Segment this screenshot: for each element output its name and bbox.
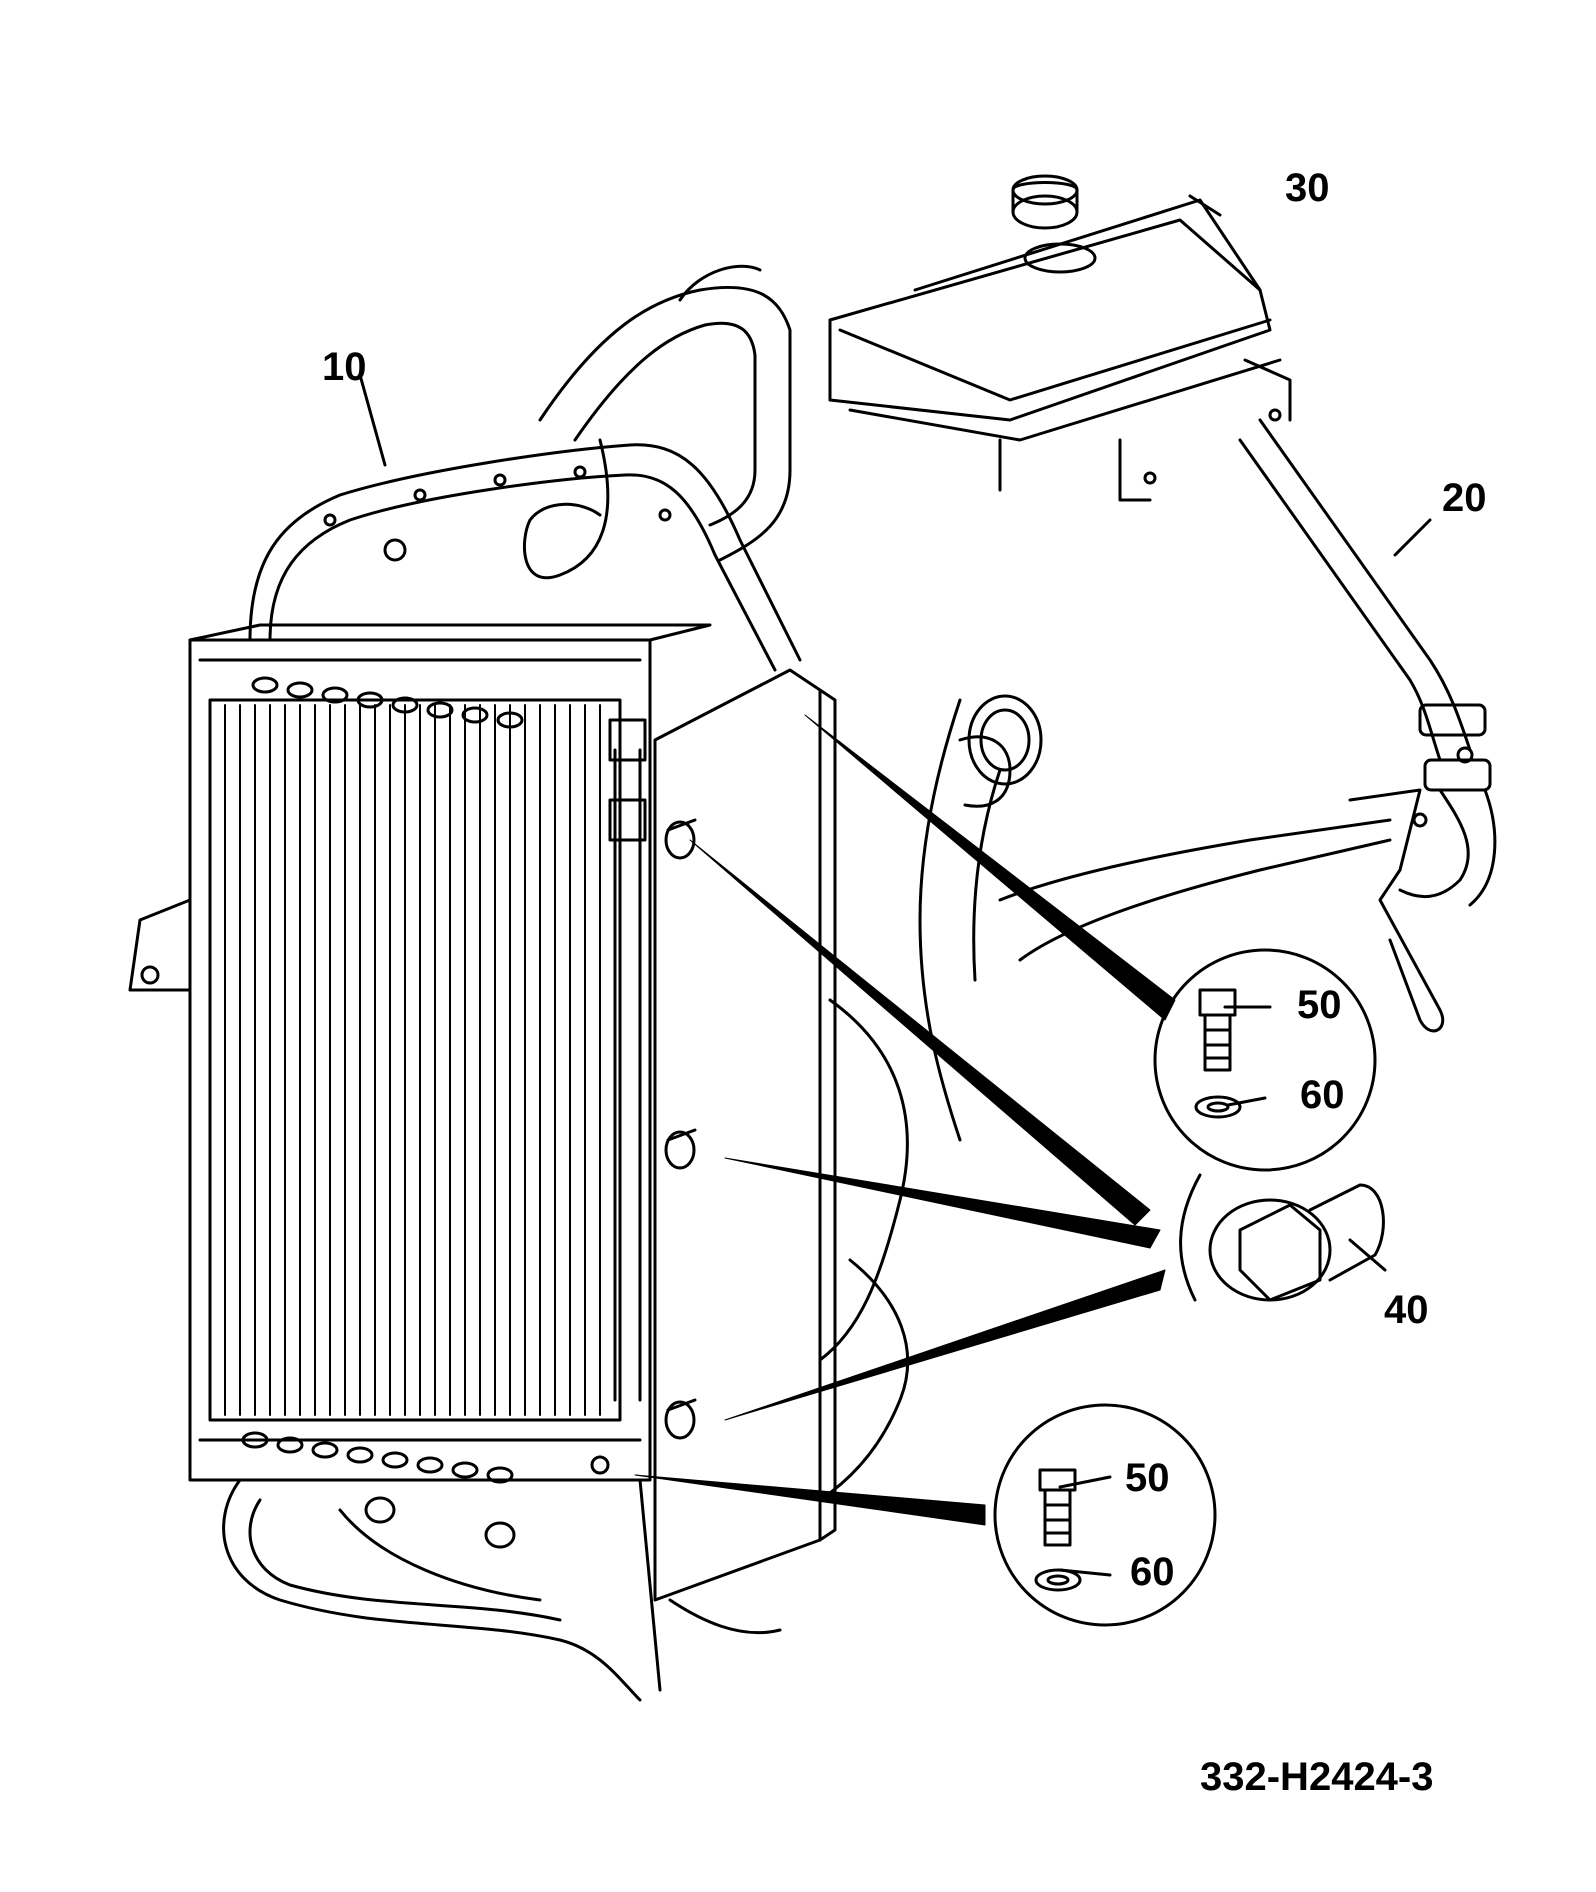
radiator-core — [128, 623, 712, 1484]
pointer-wedges — [634, 714, 1176, 1526]
callout-60-washer-upper: 60 — [1300, 1073, 1345, 1117]
drawing-number: 332-H2424-3 — [1200, 1755, 1434, 1799]
expansion-pipe — [1238, 418, 1497, 1033]
callout-40-mount-pin: 40 — [1384, 1288, 1429, 1332]
leader-lines — [358, 194, 1432, 1577]
radiator-frame — [248, 438, 802, 672]
callout-20-expansion-pipe: 20 — [1442, 476, 1487, 520]
callout-50-bolt-lower: 50 — [1125, 1456, 1170, 1500]
callout-30-expansion-tank: 30 — [1285, 166, 1330, 210]
expansion-tank — [828, 174, 1292, 502]
callout-60-washer-lower: 60 — [1130, 1550, 1175, 1594]
shroud-panel — [590, 668, 837, 1602]
lower-hoses — [222, 998, 910, 1702]
detail-circles — [993, 948, 1385, 1627]
callout-10-radiator: 10 — [322, 345, 367, 389]
callout-50-bolt-upper: 50 — [1297, 983, 1342, 1027]
